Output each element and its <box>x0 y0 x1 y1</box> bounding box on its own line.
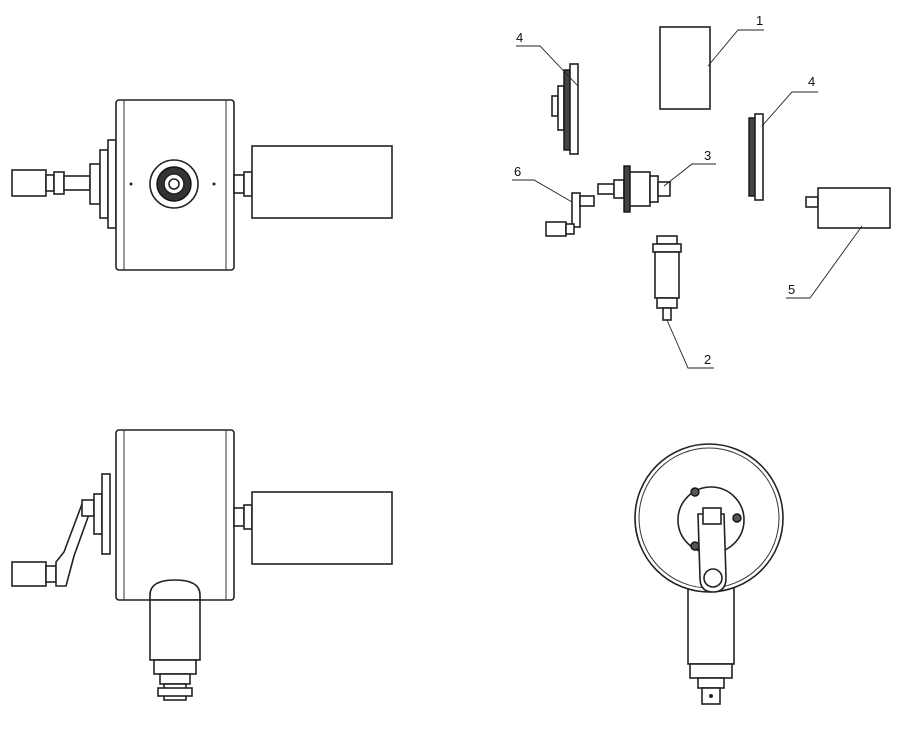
handle-grip <box>11 169 47 197</box>
part-5-motor <box>805 187 891 229</box>
main-body-side <box>115 429 235 601</box>
exploded-view: 1 4 4 3 6 5 2 <box>512 13 891 369</box>
motor-box <box>251 145 393 219</box>
part-4-disk-left <box>551 63 579 155</box>
motor-box-side <box>251 491 393 565</box>
assembly-side-view <box>11 429 393 701</box>
crank-grip <box>11 561 47 587</box>
callout-5: 5 <box>788 282 795 297</box>
callout-4-right: 4 <box>808 74 815 89</box>
part-6-crank <box>545 192 595 237</box>
lower-unit <box>149 599 201 661</box>
callout-1: 1 <box>756 13 763 28</box>
part-3-shaft <box>597 165 671 213</box>
callout-3: 3 <box>704 148 711 163</box>
part-4-disk-right <box>748 113 764 201</box>
assembly-front-view <box>634 443 784 705</box>
callout-6: 6 <box>514 164 521 179</box>
part-1-plate <box>659 26 711 110</box>
front-lower-unit <box>687 587 735 665</box>
assembly-top-view <box>11 99 393 271</box>
crank-arm <box>55 503 94 587</box>
callout-4-left: 4 <box>516 30 523 45</box>
part-2-lower-unit <box>652 235 682 321</box>
flange <box>99 149 109 219</box>
callout-2: 2 <box>704 352 711 367</box>
